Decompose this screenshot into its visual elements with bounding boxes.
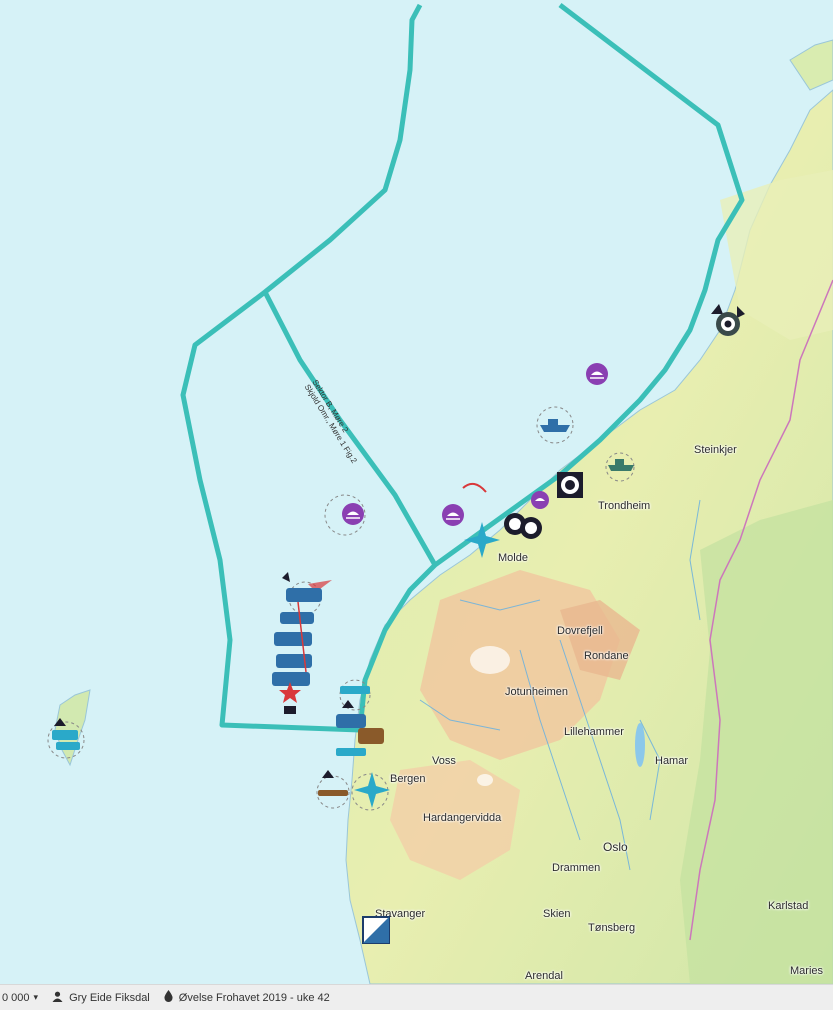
ship-icon — [608, 459, 634, 471]
waterways — [419, 499, 701, 871]
user-name: Gry Eide Fiksdal — [69, 991, 150, 1004]
target-icon — [711, 304, 745, 336]
place-label-molde: Molde — [498, 552, 528, 564]
place-label-hamar: Hamar — [655, 755, 689, 767]
zone-inner-boundary — [262, 290, 438, 567]
place-label-trondheim: Trondheim — [598, 500, 651, 512]
drop-icon — [164, 990, 173, 1005]
place-label-dovrefjell: Dovrefjell — [557, 625, 603, 637]
place-label-tonsberg: Tønsberg — [588, 922, 636, 934]
status-bar: 0 000 ▾ Gry Eide Fiksdal Øvelse Frohavet… — [0, 984, 833, 1010]
place-label-bergen: Bergen — [390, 773, 426, 785]
buoy-icon — [442, 504, 464, 526]
buoy-icon — [531, 491, 549, 509]
scale-selector[interactable]: 0 000 ▾ — [2, 992, 38, 1004]
map-canvas — [47, 3, 833, 984]
ship-icon — [52, 718, 80, 750]
mountains-north — [720, 170, 833, 340]
zone-outer-boundary — [180, 3, 745, 733]
ship-group-icon — [272, 572, 332, 714]
scale-value: 0 000 — [2, 991, 30, 1004]
ship-icon — [540, 419, 570, 432]
map-view[interactable]: Steinkjer Trondheim Molde Dovrefjell Ron… — [0, 0, 833, 984]
place-label-karlstad: Karlstad — [768, 900, 809, 912]
buoy-icon — [586, 363, 608, 385]
flag-icon — [362, 916, 390, 944]
place-label-rondane: Rondane — [584, 650, 629, 662]
target-icon — [557, 472, 583, 498]
place-label-drammen: Drammen — [552, 862, 601, 874]
place-label-voss: Voss — [432, 755, 456, 767]
place-label-steinkjer: Steinkjer — [694, 444, 737, 456]
exercise-name: Øvelse Frohavet 2019 - uke 42 — [178, 991, 330, 1004]
place-label-skien: Skien — [543, 908, 571, 920]
current-user[interactable]: Gry Eide Fiksdal — [52, 991, 150, 1005]
person-icon — [52, 991, 63, 1005]
landmass-sweden — [680, 500, 833, 984]
aircraft-icon — [354, 772, 390, 808]
islands-north — [789, 39, 833, 91]
target-icon — [504, 513, 542, 539]
mountains-dovre — [560, 600, 640, 680]
range-circles — [47, 406, 635, 811]
exercise-zones — [180, 3, 745, 733]
place-label-mariestad: Maries — [790, 965, 824, 977]
caret-down-icon: ▾ — [33, 992, 39, 1002]
lake-mjosa — [635, 723, 645, 767]
track-arc-icon — [462, 482, 487, 493]
place-label-lillehammer: Lillehammer — [564, 726, 624, 738]
place-label-oslo: Oslo — [603, 840, 628, 854]
current-exercise[interactable]: Øvelse Frohavet 2019 - uke 42 — [164, 990, 330, 1005]
border-norway-sweden — [689, 279, 833, 941]
place-label-jotunheimen: Jotunheimen — [505, 686, 568, 698]
aircraft-icon — [464, 522, 500, 558]
ship-group-icon — [336, 686, 384, 756]
place-label-hardangervidda: Hardangervidda — [423, 812, 502, 824]
place-label-arendal: Arendal — [525, 970, 563, 982]
buoy-icon — [342, 503, 364, 525]
mountains-hardangervidda — [390, 760, 520, 880]
ship-icon — [318, 770, 348, 796]
